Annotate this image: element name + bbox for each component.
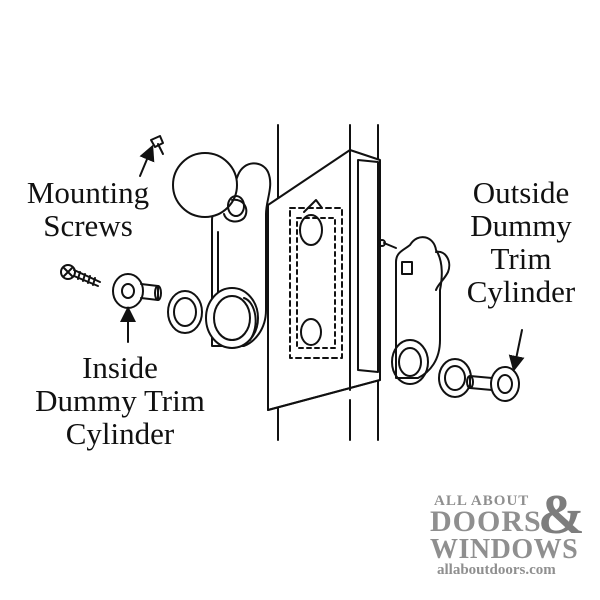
- watermark-url: allaboutdoors.com: [437, 562, 556, 578]
- lock-body: [267, 149, 381, 411]
- label-inside-dummy-trim-cylinder: Inside Dummy Trim Cylinder: [2, 351, 238, 450]
- label-line: Screws: [43, 208, 133, 243]
- watermark-all-about: ALL ABOUT: [434, 493, 530, 509]
- inside-dummy-cylinder: [112, 273, 162, 309]
- label-line: Trim: [490, 241, 552, 276]
- label-line: Dummy: [470, 208, 572, 243]
- outside-dummy-cylinder: [466, 366, 520, 402]
- outside-spacer-ring: [438, 358, 472, 398]
- inside-knob: [172, 152, 248, 223]
- label-line: Inside: [82, 350, 158, 385]
- leader-outside-cylinder: [508, 329, 525, 372]
- label-line: Dummy Trim: [35, 383, 205, 418]
- inside-spacer-ring: [167, 290, 203, 334]
- inside-trim-ring: [205, 287, 259, 349]
- label-line: Cylinder: [466, 274, 576, 309]
- label-outside-dummy-trim-cylinder: Outside Dummy Trim Cylinder: [446, 176, 596, 308]
- label-line: Cylinder: [65, 416, 175, 451]
- leader-mounting-screws: [139, 144, 155, 177]
- outside-knob-stub: [435, 250, 451, 291]
- outside-escutcheon: [378, 236, 443, 385]
- mounting-screw-short: [150, 135, 164, 155]
- mounting-screw-long: [60, 264, 101, 287]
- watermark-windows: WINDOWS: [430, 534, 579, 565]
- label-line: Outside: [472, 175, 570, 210]
- watermark-doors: DOORS: [430, 505, 542, 538]
- label-mounting-screws: Mounting Screws: [8, 176, 168, 242]
- label-line: Mounting: [26, 175, 150, 210]
- watermark-ampersand: &: [538, 484, 585, 546]
